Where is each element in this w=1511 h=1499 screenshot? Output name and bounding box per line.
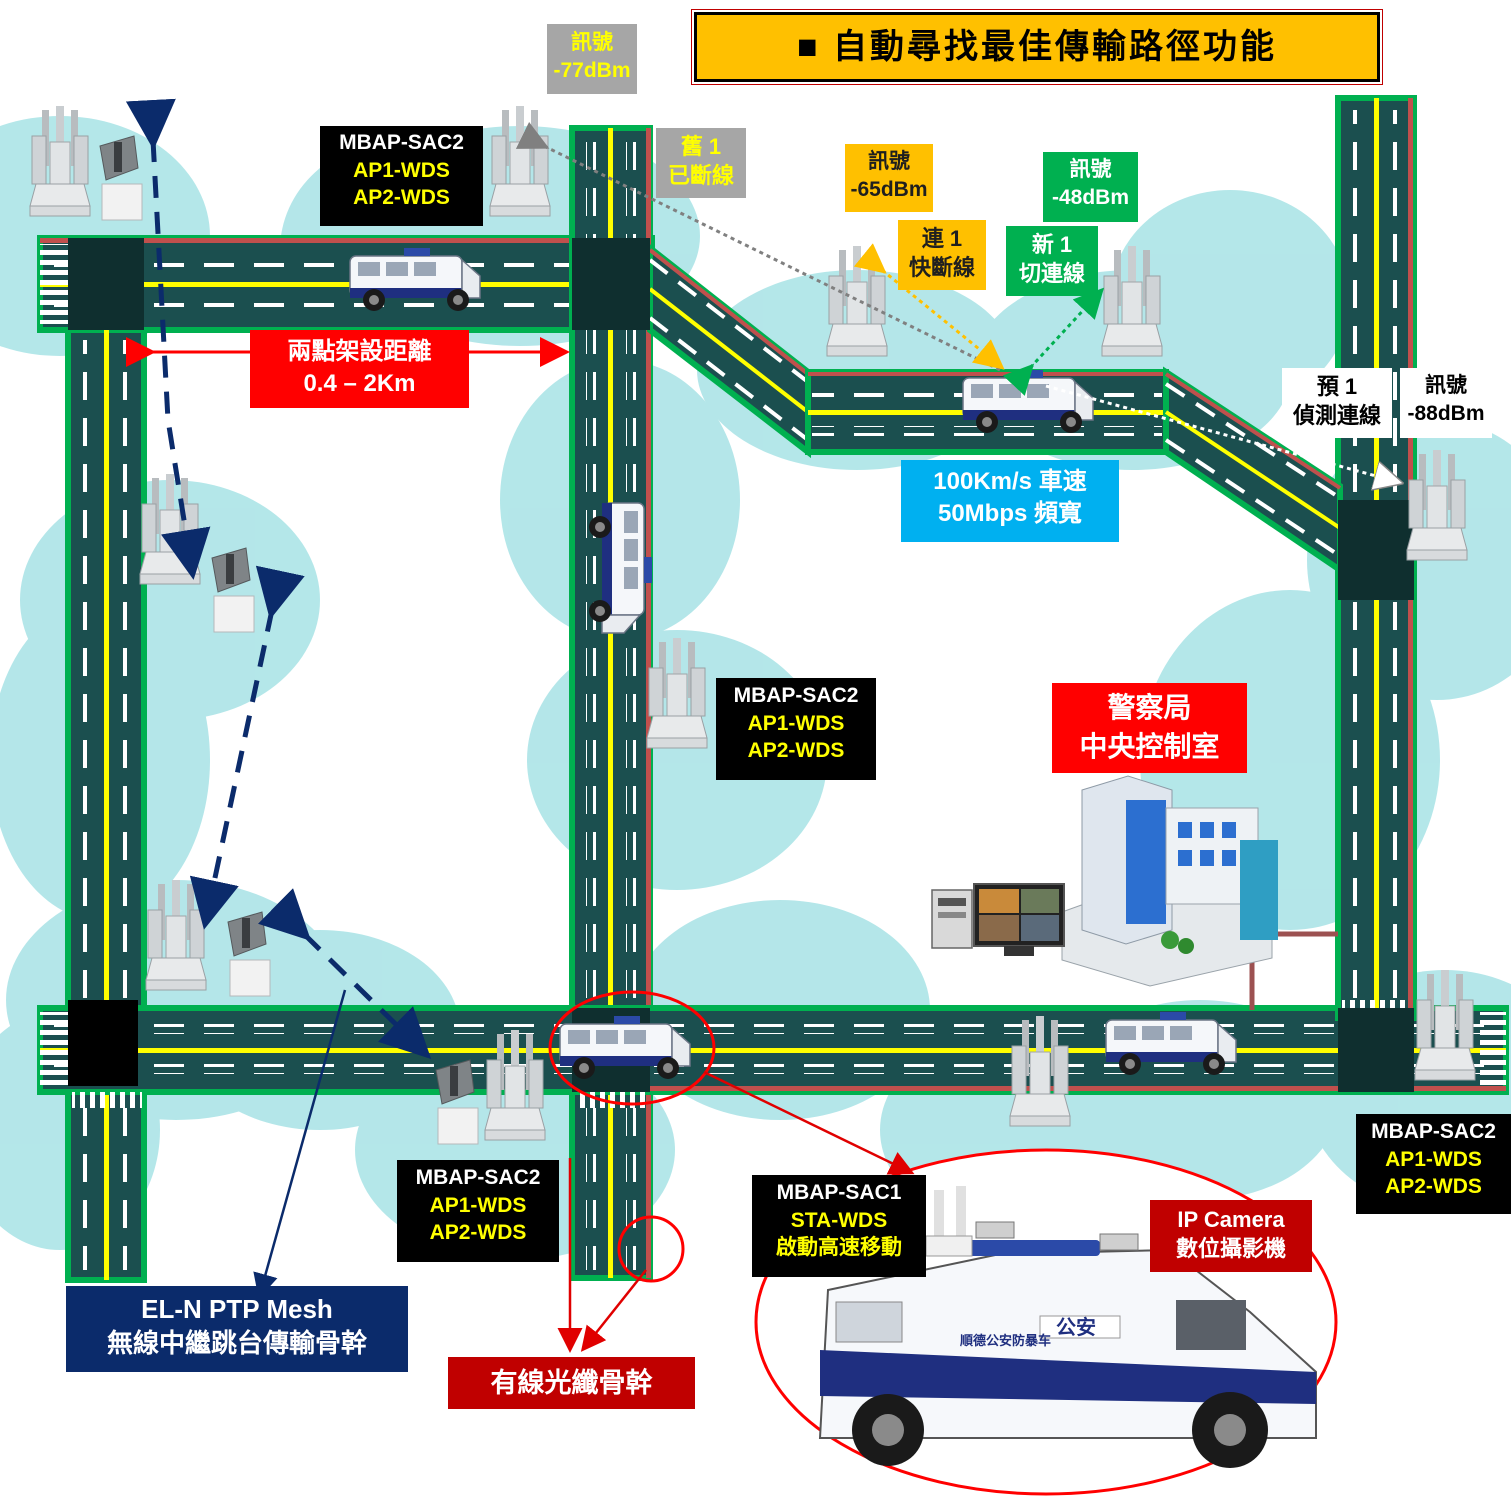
building-icon (1061, 775, 1278, 987)
coverage-lobe (1110, 190, 1350, 410)
computer-icon (931, 889, 973, 949)
police-van-icon (818, 1186, 1317, 1468)
van-side-text-small: 順德公安防暴车 (960, 1333, 1051, 1348)
page-title: ■ 自動尋找最佳傳輸路徑功能 (691, 9, 1383, 85)
signal-label-48: 訊號-48dBm (1043, 152, 1138, 222)
monitor-icon (973, 883, 1065, 956)
signal-label-65: 訊號-65dBm (845, 144, 933, 212)
fiber-backbone-label: 有線光纖骨幹 (448, 1357, 695, 1409)
van-side-text-large: 公安 (1056, 1315, 1096, 1339)
signal-label-77: 訊號-77dBm (547, 24, 637, 94)
police-control-room-label: 警察局中央控制室 (1052, 683, 1247, 773)
signal-label-88: 訊號-88dBm (1400, 368, 1492, 438)
